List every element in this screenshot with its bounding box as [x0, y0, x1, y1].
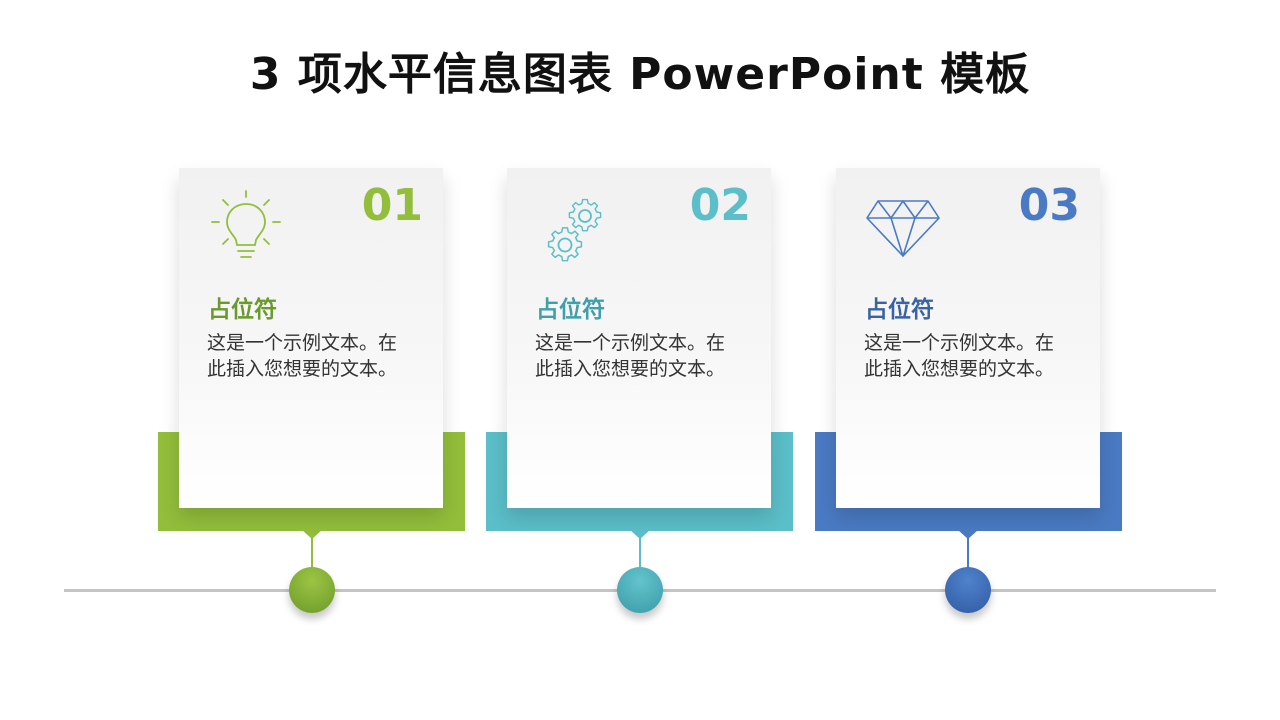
- step-1-heading: 占位符: [208, 297, 277, 323]
- step-3-body: 这是一个示例文本。在此插入您想要的文本。: [864, 332, 1055, 380]
- gears-svg: [547, 198, 602, 262]
- step-1-pointer: [302, 530, 322, 539]
- step-3-timeline-dot[interactable]: [945, 567, 991, 613]
- page-title: 3 项水平信息图表 PowerPoint 模板: [249, 49, 1031, 100]
- step-2-card: 02 占位符 这是一个示例文本。在此插入您想要的文本。: [507, 168, 771, 508]
- step-1-timeline-dot[interactable]: [289, 567, 335, 613]
- lightbulb-svg: [211, 190, 281, 258]
- step-2-connector: [639, 538, 641, 572]
- lightbulb-icon: [207, 188, 285, 266]
- step-2-number: 02: [689, 180, 751, 231]
- step-3-pointer: [958, 530, 978, 539]
- step-2-timeline-dot[interactable]: [617, 567, 663, 613]
- step-3-heading: 占位符: [865, 297, 934, 323]
- gears-icon: [535, 188, 613, 266]
- step-1-card: 01 占位符 这是一个示例文本。在此插入您想要的文本。: [179, 168, 443, 508]
- step-2-body: 这是一个示例文本。在此插入您想要的文本。: [535, 332, 726, 380]
- step-2-heading: 占位符: [536, 297, 605, 323]
- step-3-connector: [967, 538, 969, 572]
- diamond-svg: [866, 200, 940, 257]
- step-1-connector: [311, 538, 313, 572]
- step-2-pointer: [630, 530, 650, 539]
- diamond-icon: [864, 188, 942, 266]
- step-1-number: 01: [361, 180, 423, 231]
- step-1-body: 这是一个示例文本。在此插入您想要的文本。: [207, 332, 398, 380]
- step-3-card: 03 占位符 这是一个示例文本。在此插入您想要的文本。: [836, 168, 1100, 508]
- step-3-number: 03: [1018, 180, 1080, 231]
